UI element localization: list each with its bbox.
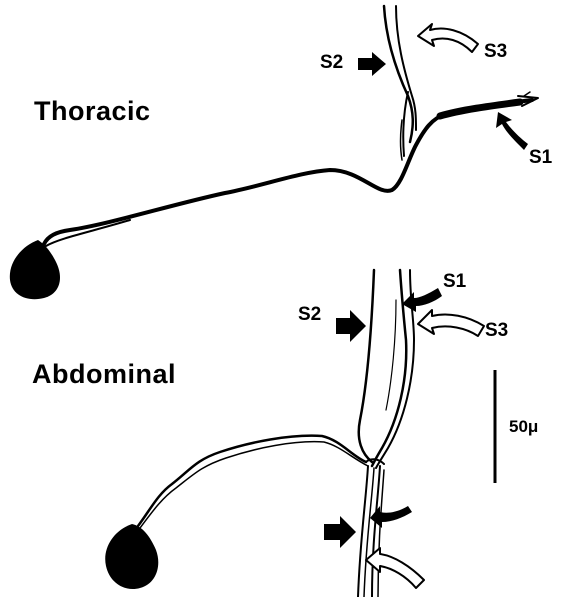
thoracic-s2-arrow-icon: [358, 52, 386, 76]
abdominal-title: Abdominal: [32, 359, 176, 389]
thoracic-s1-arrow-icon: [496, 112, 528, 150]
thoracic-cell-body: [10, 240, 60, 299]
thoracic-label-s2: S2: [320, 52, 343, 73]
thoracic-title: Thoracic: [34, 96, 151, 126]
scale-bar: 50μ: [495, 370, 538, 483]
abdominal-upper-fibers: [359, 270, 414, 468]
abdominal-s1-arrow-icon: [402, 288, 442, 312]
thoracic-label-s1: S1: [529, 147, 553, 168]
abdominal-label-s2: S2: [298, 304, 321, 325]
abdominal-lower-black-arrow-icon: [324, 516, 356, 548]
abdominal-axon: [138, 436, 368, 528]
thoracic-s3-arrow-icon: [418, 24, 478, 52]
abdominal-label-s3: S3: [485, 320, 508, 341]
abdominal-cell-body: [105, 524, 158, 589]
abdominal-lower-fibers: [358, 459, 384, 597]
abdominal-panel: Abdominal S2: [32, 270, 508, 597]
abdominal-s2-arrow-icon: [336, 310, 366, 342]
abdominal-s3-arrow-icon: [418, 310, 484, 336]
abdominal-label-s1: S1: [443, 271, 467, 292]
abdominal-lower-white-arrow-icon: [366, 548, 424, 588]
scale-bar-label: 50μ: [509, 417, 538, 436]
thoracic-s2-s3-fibers: [384, 6, 416, 160]
thoracic-label-s3: S3: [484, 41, 507, 62]
thoracic-panel: Thoracic S2 S3 S1: [10, 6, 553, 299]
